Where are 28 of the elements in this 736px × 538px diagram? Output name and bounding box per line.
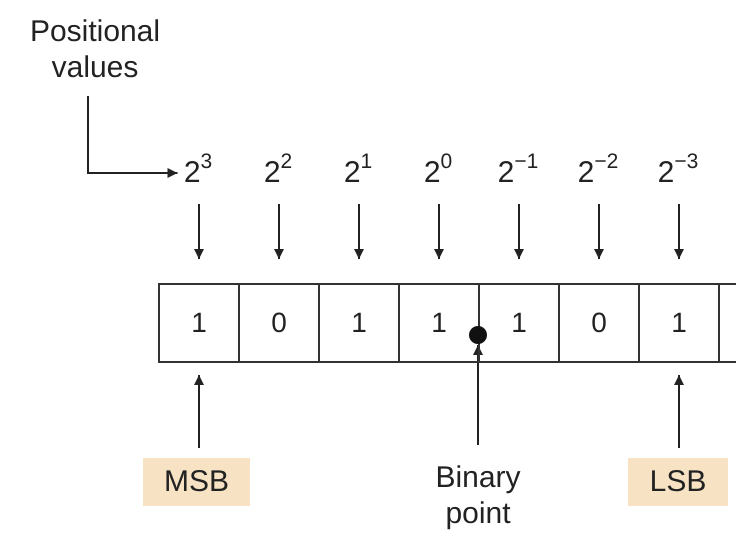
arrow [434,204,444,259]
arrow [473,345,483,445]
bit-cell: 1 [638,283,720,363]
arrow [87,96,178,178]
power-label: 2$^{2}$ [262,152,294,194]
bit-cell: 0 [558,283,640,363]
label-text: Binary point [433,455,523,537]
bit-cell: 1 [318,283,400,363]
power-label: 2$^{−3}$ [656,152,700,194]
label-text: Positional values [28,8,162,92]
arrow [274,204,284,259]
power-label: 2$^{−2}$ [576,152,620,194]
binary-point-dot [469,326,487,344]
label-tag: LSB [628,458,728,506]
label-tag: MSB [143,458,250,506]
arrow [194,375,204,448]
power-label: 2$^{3}$ [182,152,214,194]
arrow [194,204,204,259]
arrow [354,204,364,259]
power-label: 2$^{1}$ [342,152,374,194]
bit-cell: 1 [158,283,240,363]
power-label: 2$^{−1}$ [496,152,540,194]
arrow [674,375,684,448]
arrow [514,204,524,259]
arrow [594,204,604,259]
arrow [674,204,684,259]
bit-cell: 0 [238,283,320,363]
power-label: 2$^{0}$ [422,152,454,194]
